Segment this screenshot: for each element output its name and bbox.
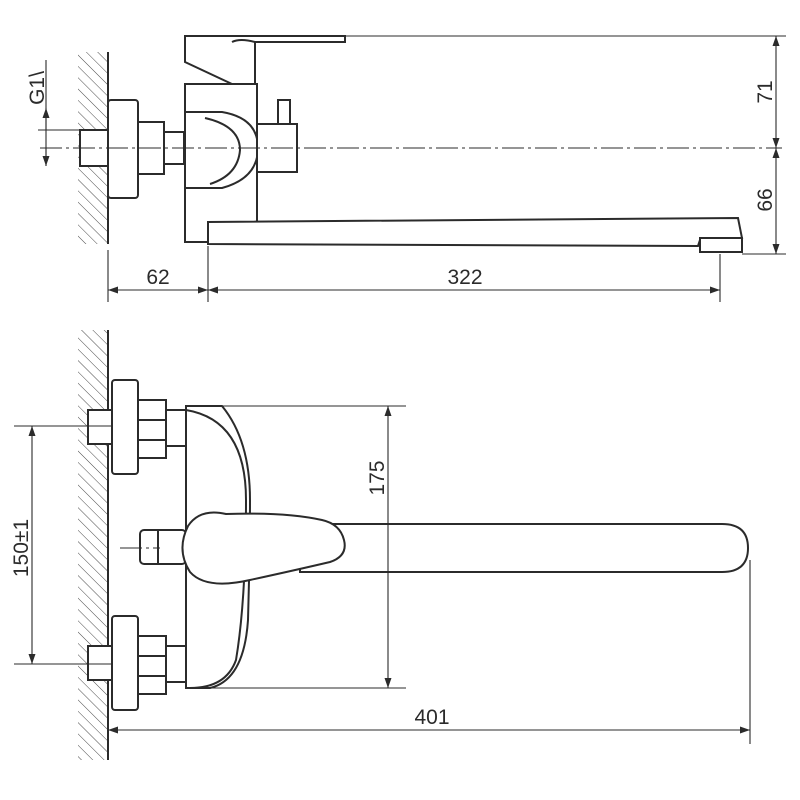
- wall-hatch-front: [78, 330, 108, 760]
- diverter-knob-front: [139, 529, 187, 565]
- spout-front: [299, 523, 750, 573]
- nut-ring-upper: [165, 409, 187, 447]
- nut-upper: [137, 399, 167, 459]
- nut-lower: [137, 635, 167, 695]
- body-cartridge-inner: [204, 117, 242, 185]
- wall-flange-upper: [111, 379, 139, 475]
- aerator-top: [699, 237, 743, 253]
- top-view: G1\ 71 66 62 322: [26, 35, 786, 302]
- inlet-connector-upper: [87, 409, 113, 445]
- nut-ring-lower: [165, 645, 187, 683]
- dim-body-height-label: 175: [366, 460, 389, 495]
- wall-flange-top: [107, 99, 139, 199]
- lever-handle-top: [184, 35, 346, 85]
- dim-height-lower-label: 66: [754, 188, 777, 211]
- lever-handle-front: [181, 511, 346, 585]
- wall-flange-lower: [111, 615, 139, 711]
- dim-thread-label: G1\: [26, 71, 49, 105]
- dim-spout-length-label: 322: [447, 266, 482, 289]
- dim-inlet-spacing-label: 150±1: [10, 519, 33, 577]
- spout-top: [207, 216, 744, 248]
- dim-height-upper-label: 71: [754, 80, 777, 103]
- dim-wall-width-label: 62: [146, 266, 169, 289]
- dim-total-length-label: 401: [414, 706, 449, 729]
- front-view: 150±1 175 401: [10, 330, 751, 760]
- inlet-connector-lower: [87, 645, 113, 681]
- diverter-knob-top: [277, 99, 291, 125]
- lever-cap-top: [231, 39, 256, 43]
